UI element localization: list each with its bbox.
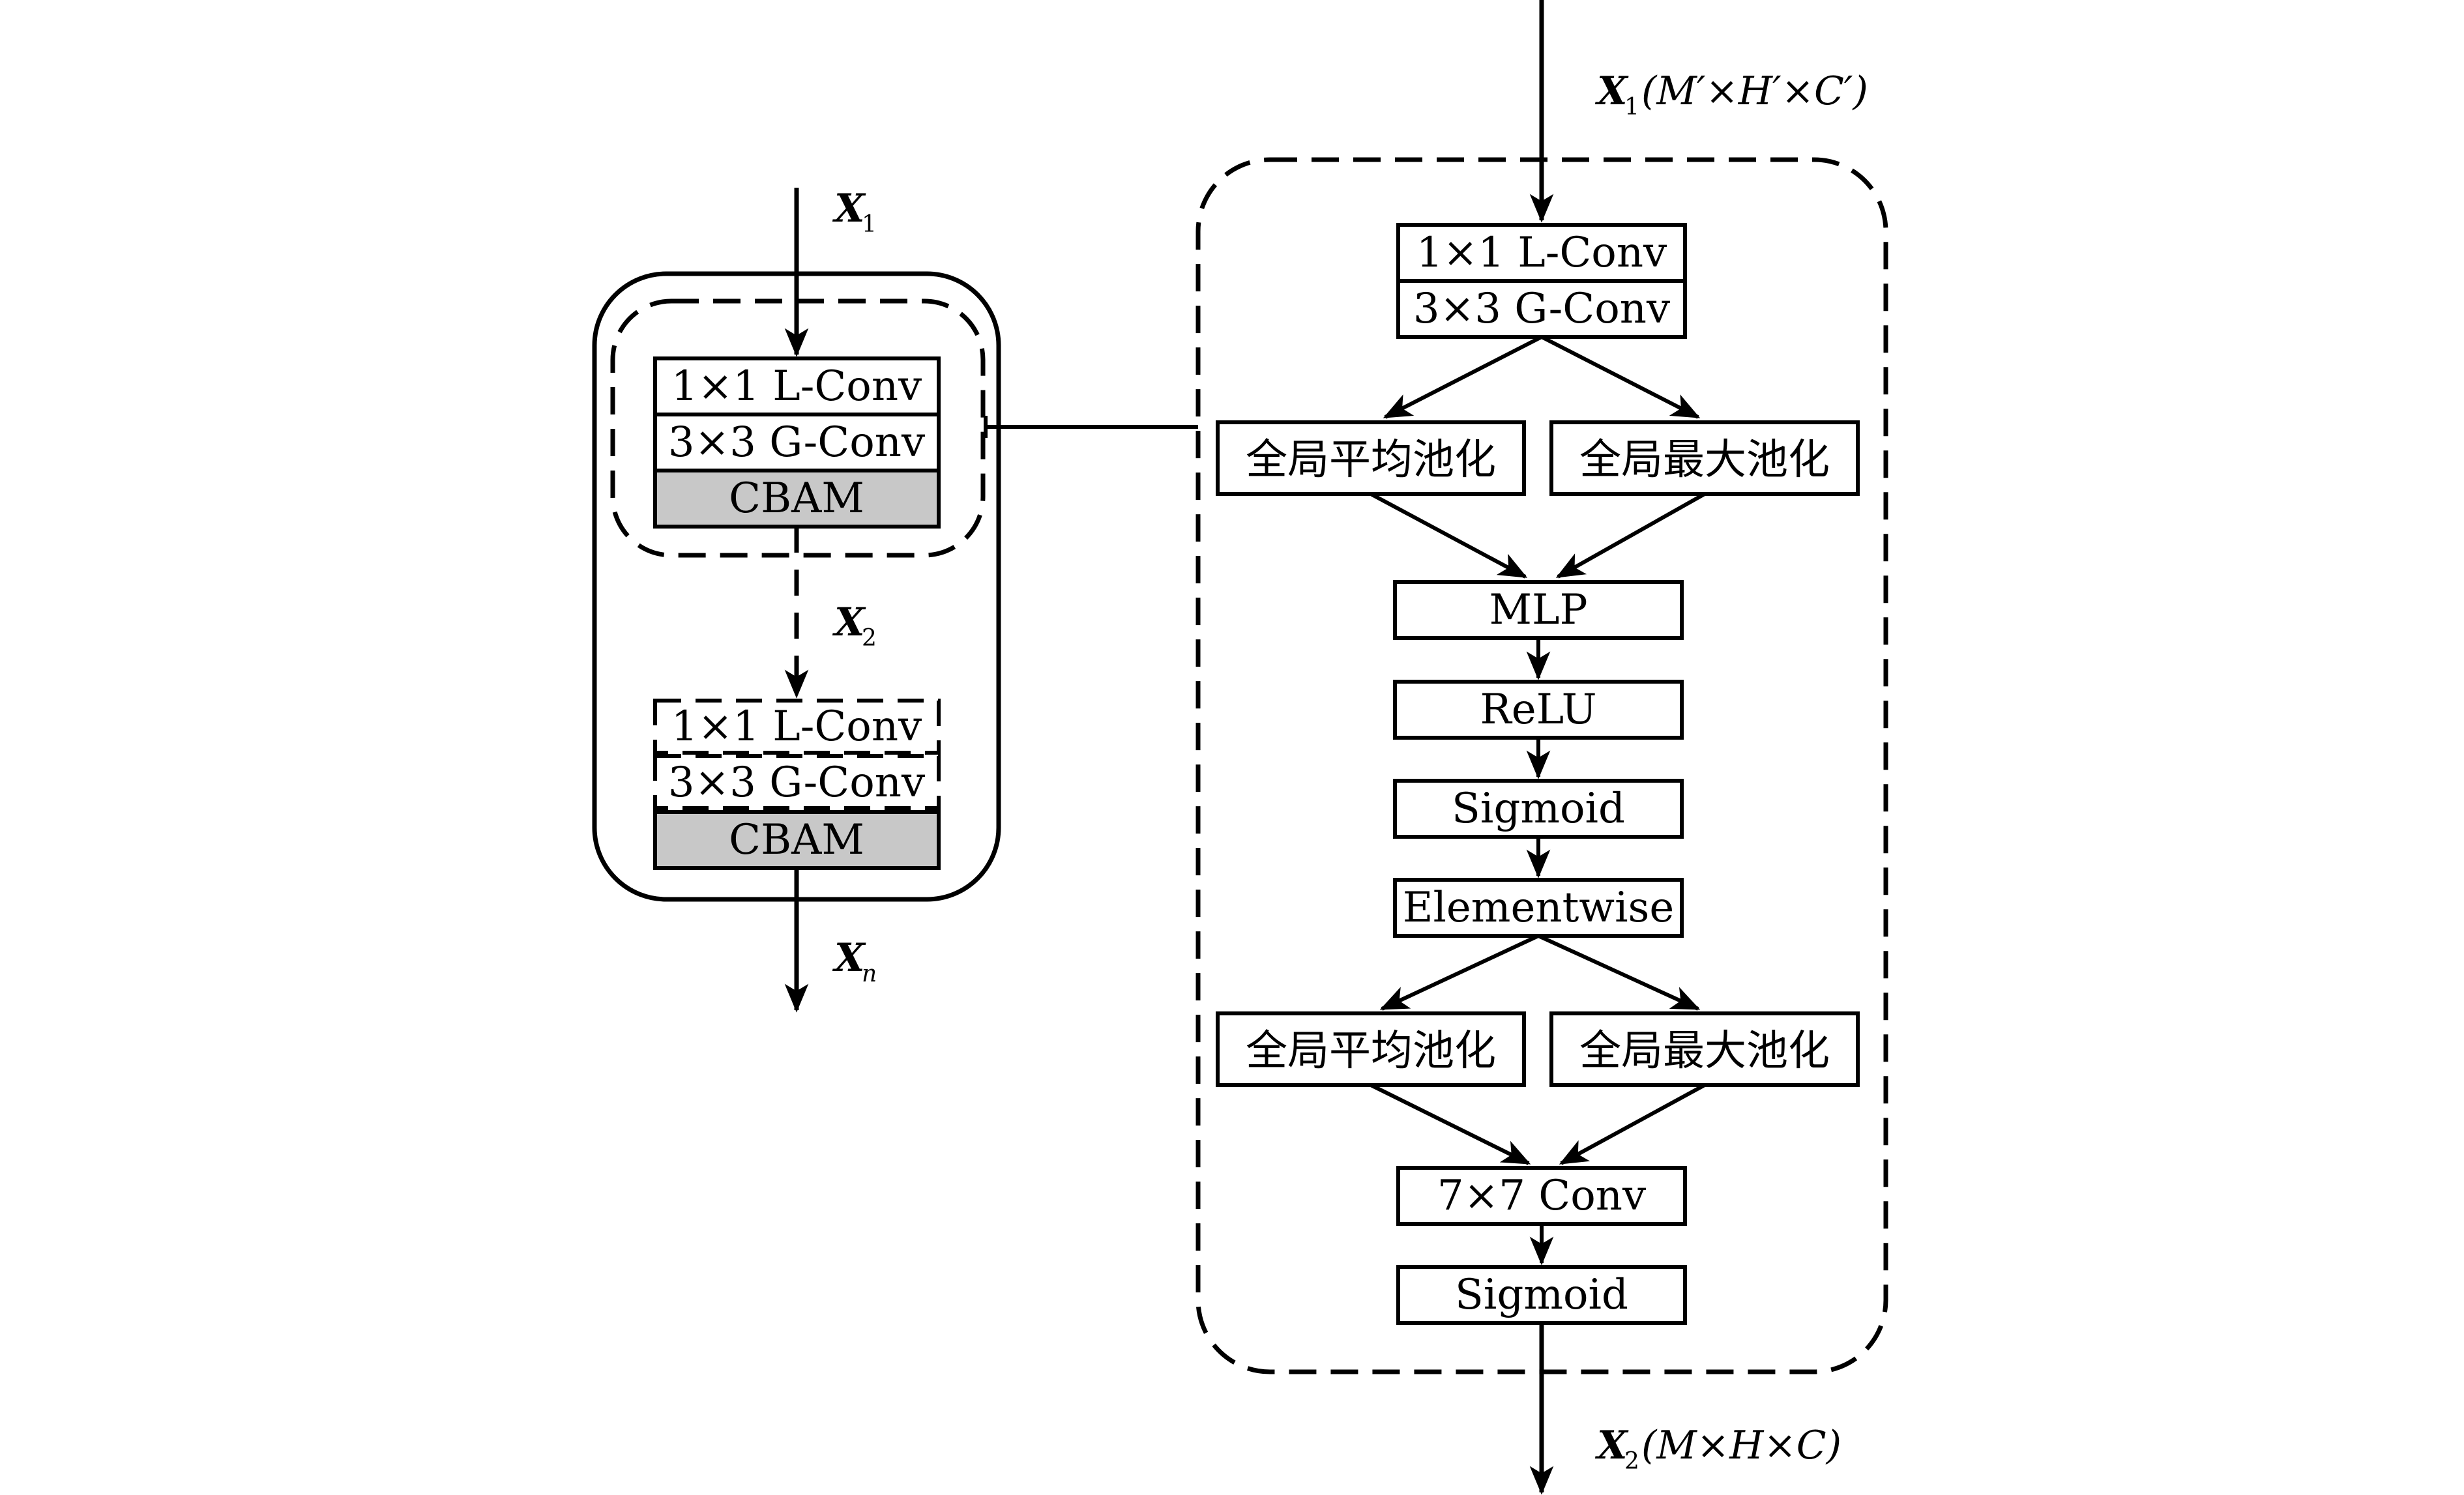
svg-text:(M′×H′×C′): (M′×H′×C′)	[1641, 68, 1868, 114]
sigmoid2-label: Sigmoid	[1455, 1271, 1628, 1319]
top-conv1-label: 1×1 L-Conv	[671, 362, 922, 411]
svg-text:2: 2	[862, 625, 877, 652]
detail-conv3-box	[1396, 279, 1687, 339]
spatial-avg-pool-label: 全局平均池化	[1246, 1027, 1496, 1075]
conv7-label: 7×7 Conv	[1437, 1172, 1646, 1220]
svg-text:1: 1	[862, 211, 877, 238]
split2-right-arrow	[1537, 934, 1701, 1011]
svg-text:X: X	[832, 600, 866, 645]
split1-right-arrow	[1540, 335, 1701, 419]
left-block: X 1 1×1 L-Conv 3×3 G-Conv CBAM X 2 1×1 L…	[592, 186, 1001, 1013]
channel-max-pool-box	[1549, 420, 1860, 496]
bottom-conv3-label: 3×3 G-Conv	[668, 759, 925, 807]
elementwise-label: Elementwise	[1403, 884, 1675, 932]
xn-left-label: X n	[832, 935, 877, 987]
x1-left-label: X 1	[832, 186, 877, 238]
top-cbam-label: CBAM	[729, 474, 864, 523]
mlp-box	[1393, 580, 1684, 640]
channel-max-pool-label: 全局最大池化	[1579, 436, 1830, 484]
detail-conv1-box	[1396, 223, 1687, 283]
sigmoid1-box	[1393, 779, 1684, 839]
detail-conv1-label: 1×1 L-Conv	[1416, 229, 1667, 277]
x2-right-label: X 2 (M×H×C)	[1594, 1423, 1841, 1475]
detail-conv3-label: 3×3 G-Conv	[1413, 285, 1670, 333]
elementwise-box	[1393, 878, 1684, 938]
spatial-max-pool-label: 全局最大池化	[1579, 1027, 1830, 1075]
svg-text:n: n	[862, 961, 877, 987]
merge1-right-arrow	[1555, 492, 1706, 579]
bottom-conv1-box	[653, 699, 941, 755]
bottom-conv3-box	[653, 754, 941, 810]
top-cbam-box	[653, 469, 941, 529]
channel-avg-pool-box	[1216, 420, 1526, 496]
bottom-conv1-label: 1×1 L-Conv	[671, 703, 922, 751]
bottom-cbam-box	[653, 810, 941, 870]
cbam-detail-block: X 1 (M′×H′×C′) 1×1 L-Conv 3×3 G-Conv 全局平…	[1195, 0, 1888, 1495]
mlp-label: MLP	[1489, 586, 1587, 634]
svg-text:2: 2	[1624, 1448, 1639, 1475]
sigmoid2-box	[1396, 1265, 1687, 1325]
svg-text:X: X	[832, 935, 866, 981]
merge1-left-arrow	[1370, 492, 1528, 579]
top-conv3-box	[653, 413, 941, 472]
merge2-right-arrow	[1559, 1083, 1706, 1165]
merge2-left-arrow	[1370, 1083, 1531, 1165]
split1-left-arrow	[1383, 335, 1543, 419]
channel-avg-pool-label: 全局平均池化	[1246, 436, 1496, 484]
top-unit: 1×1 L-Conv 3×3 G-Conv CBAM	[653, 356, 941, 529]
svg-text:(M×H×C): (M×H×C)	[1641, 1423, 1841, 1468]
relu-label: ReLU	[1480, 686, 1597, 734]
svg-text:X: X	[1594, 68, 1629, 114]
x2-left-label: X 2	[832, 600, 877, 652]
svg-text:X: X	[1594, 1423, 1629, 1468]
top-conv3-label: 3×3 G-Conv	[668, 418, 925, 467]
bottom-cbam-label: CBAM	[729, 816, 864, 864]
bottom-unit: 1×1 L-Conv 3×3 G-Conv CBAM	[653, 699, 941, 870]
split2-left-arrow	[1379, 934, 1540, 1011]
spatial-avg-pool-box	[1216, 1011, 1526, 1087]
x1-right-label: X 1 (M′×H′×C′)	[1594, 68, 1868, 121]
svg-text:X: X	[832, 186, 866, 231]
sigmoid1-label: Sigmoid	[1452, 785, 1625, 833]
svg-text:1: 1	[1624, 94, 1639, 121]
